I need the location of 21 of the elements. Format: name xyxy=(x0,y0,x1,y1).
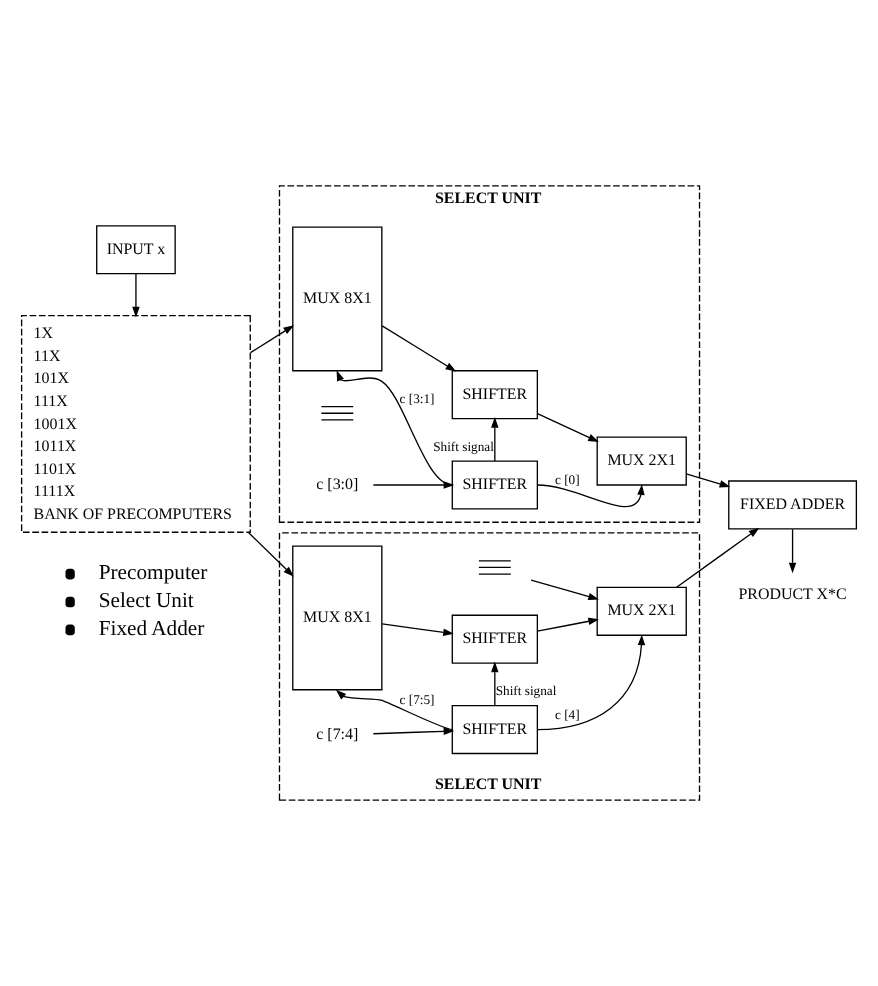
arrow xyxy=(381,325,457,372)
arrow xyxy=(536,617,599,632)
arrow xyxy=(247,531,294,577)
arrow xyxy=(536,634,646,731)
arrow xyxy=(249,325,295,354)
arrow xyxy=(372,481,455,489)
label: Precomputer xyxy=(98,563,208,586)
arrow xyxy=(676,527,760,588)
arrow xyxy=(381,623,454,636)
arrow xyxy=(536,413,599,442)
arrow xyxy=(685,473,731,488)
arrow xyxy=(491,661,499,707)
label: Fixed Adder xyxy=(98,618,205,641)
arrow xyxy=(132,273,140,318)
arrow xyxy=(530,579,599,601)
arrow xyxy=(335,689,453,731)
arrow xyxy=(536,484,645,508)
label: Select Unit xyxy=(98,591,194,614)
arrow xyxy=(491,417,499,462)
arrow xyxy=(372,727,455,736)
arrow xyxy=(788,528,797,574)
